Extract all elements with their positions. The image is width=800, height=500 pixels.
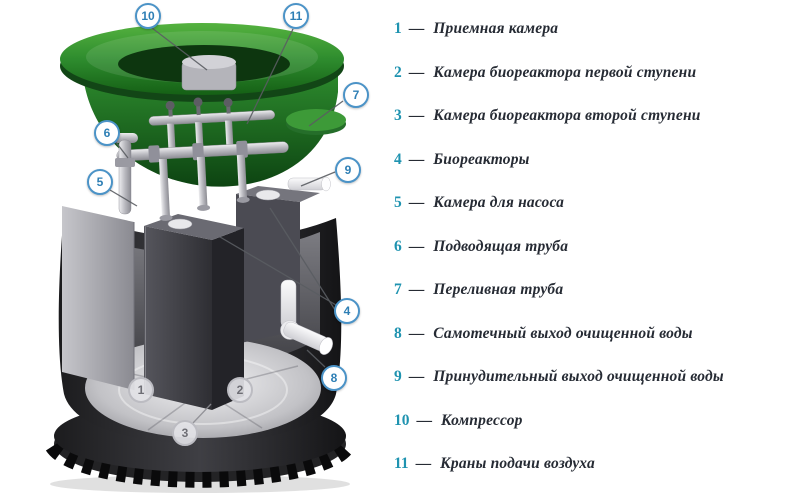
callout-badge-6: 6 [94, 120, 120, 146]
legend-label: Биореакторы [433, 150, 530, 168]
callout-badge-1: 1 [128, 377, 154, 403]
legend-label: Краны подачи воздуха [440, 455, 596, 472]
air-valve [165, 101, 175, 111]
pipe-manifold [116, 97, 289, 221]
cutaway-panel [62, 206, 135, 390]
legend-separator: — [415, 455, 432, 472]
callout-badge-9: 9 [335, 157, 361, 183]
legend-label: Принудительный выход очищенной воды [433, 368, 724, 385]
legend-item: 9 — Принудительный выход очищенной воды [394, 363, 796, 390]
legend-item: 10 — Компрессор [394, 407, 796, 434]
legend-number: 7 [394, 281, 402, 298]
legend-label: Камера для насоса [433, 194, 565, 211]
callout-badge-5: 5 [87, 169, 113, 195]
legend-separator: — [416, 411, 433, 429]
legend-label: Камера биореактора первой ступени [433, 63, 697, 81]
legend-label: Самотечный выход очищенной воды [433, 324, 693, 342]
legend-number: 5 [394, 194, 402, 211]
legend-item: 4 — Биореакторы [394, 146, 796, 173]
legend-separator: — [408, 107, 425, 124]
legend-label: Приемная камера [433, 20, 559, 37]
legend-item: 5 — Камера для насоса [394, 189, 796, 216]
bioreactor-chamber-1 [144, 214, 244, 410]
legend-item: 2 — Камера биореактора первой ступени [394, 59, 796, 86]
gravity-outlet-pipe [280, 279, 333, 355]
legend-separator: — [408, 63, 425, 81]
legend-number: 3 [394, 107, 402, 124]
legend-number: 4 [394, 150, 402, 168]
callout-badge-7: 7 [343, 82, 369, 108]
callout-badge-2: 2 [227, 377, 253, 403]
legend-item: 1 — Приемная камера [394, 15, 796, 42]
legend-number: 9 [394, 368, 402, 385]
callout-badge-8: 8 [321, 365, 347, 391]
callout-badge-10: 10 [135, 3, 161, 29]
legend-separator: — [408, 368, 425, 385]
legend-item: 6 — Подводящая труба [394, 233, 796, 260]
legend-separator: — [408, 237, 425, 255]
legend-separator: — [408, 324, 425, 342]
legend-separator: — [408, 194, 425, 211]
legend-separator: — [408, 20, 425, 37]
air-valve [193, 97, 203, 107]
legend-item: 11 — Краны подачи воздуха [394, 450, 796, 477]
callout-lines [109, 27, 344, 424]
legend-separator: — [408, 150, 425, 168]
legend-number: 6 [394, 237, 402, 255]
septic-tank-figure: 1 2 3 4 5 6 7 8 9 10 11 [0, 0, 395, 500]
legend-label: Переливная труба [433, 281, 564, 298]
callout-badge-11: 11 [283, 3, 309, 29]
legend-label: Подводящая труба [433, 237, 569, 255]
legend-item: 7 — Переливная труба [394, 276, 796, 303]
legend-item: 3 — Камера биореактора второй ступени [394, 102, 796, 129]
legend-label: Камера биореактора второй ступени [433, 107, 701, 124]
legend-number: 1 [394, 20, 402, 37]
legend-label: Компрессор [441, 411, 523, 429]
legend-number: 2 [394, 63, 402, 81]
callout-badge-4: 4 [334, 298, 360, 324]
compressor [181, 55, 237, 91]
legend-number: 10 [394, 411, 410, 429]
legend-item: 8 — Самотечный выход очищенной воды [394, 320, 796, 347]
legend: 1 — Приемная камера 2 — Камера биореакто… [394, 15, 796, 477]
legend-number: 11 [394, 455, 409, 472]
legend-number: 8 [394, 324, 402, 342]
septic-tank-illustration [45, 23, 355, 493]
legend-separator: — [408, 281, 425, 298]
callout-badge-3: 3 [172, 420, 198, 446]
pressure-outlet-pipe [287, 176, 331, 192]
air-valve [223, 97, 233, 107]
